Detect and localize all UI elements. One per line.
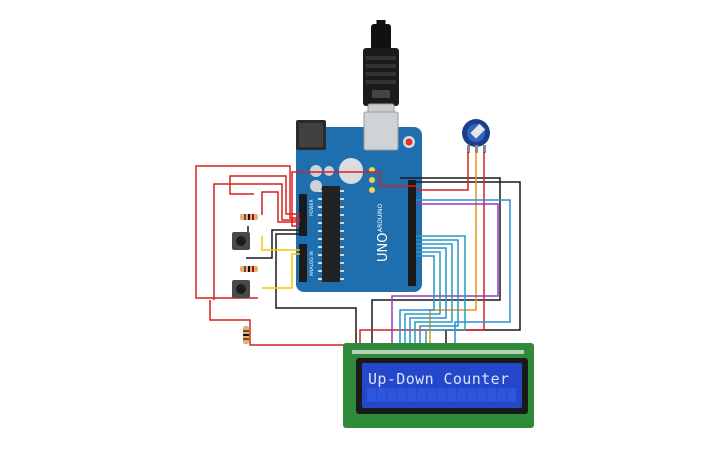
- lcd-module: [343, 343, 534, 428]
- pushbutton-down[interactable]: [232, 280, 250, 298]
- resistor-backlight: [243, 326, 249, 344]
- pushbutton-up[interactable]: [232, 232, 250, 250]
- potentiometer[interactable]: [462, 119, 490, 153]
- arduino-uno-board: UNO ARDUINO POWER ANALOG IN: [296, 111, 422, 292]
- lcd-display-text: Up-Down Counter: [368, 370, 510, 388]
- board-brand-label: ARDUINO: [377, 203, 384, 232]
- analog-section-label: ANALOG IN: [309, 251, 315, 276]
- resistor-up: [240, 214, 258, 220]
- wires: [195, 152, 521, 346]
- power-section-label: POWER: [309, 199, 315, 216]
- board-model-label: UNO: [376, 233, 391, 262]
- resistor-down: [240, 266, 258, 272]
